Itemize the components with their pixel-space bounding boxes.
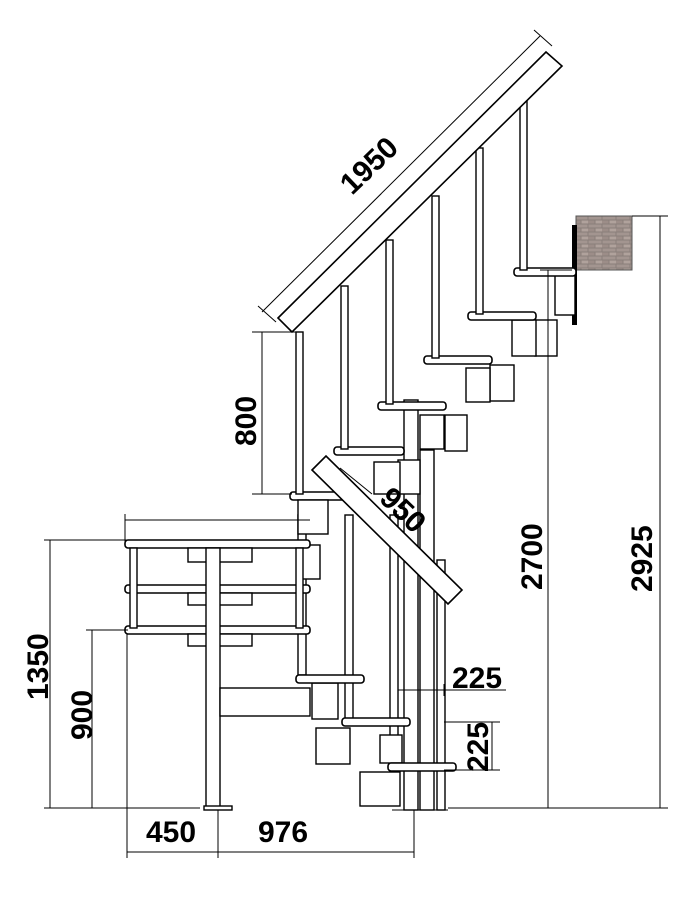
wall-block [572,215,633,325]
dim-landing-height-upper: 1350 [22,633,55,700]
upper-balusters [295,99,528,495]
dimension-lines [44,29,668,858]
dim-step-rise: 225 [462,722,495,772]
lower-rail [310,454,464,606]
dim-railing-height: 800 [230,396,263,446]
dim-height-upper: 2700 [516,523,549,590]
upper-handrail [276,50,564,334]
upper-flight [289,267,577,811]
dim-handrail-length: 1950 [334,131,405,201]
dim-landing-height-lower: 900 [66,690,99,740]
dim-step-depth: 225 [452,662,502,695]
dim-height-total: 2925 [626,525,659,592]
landing [124,539,311,811]
dim-width-right: 976 [258,816,308,849]
dim-width-left: 450 [146,816,196,849]
